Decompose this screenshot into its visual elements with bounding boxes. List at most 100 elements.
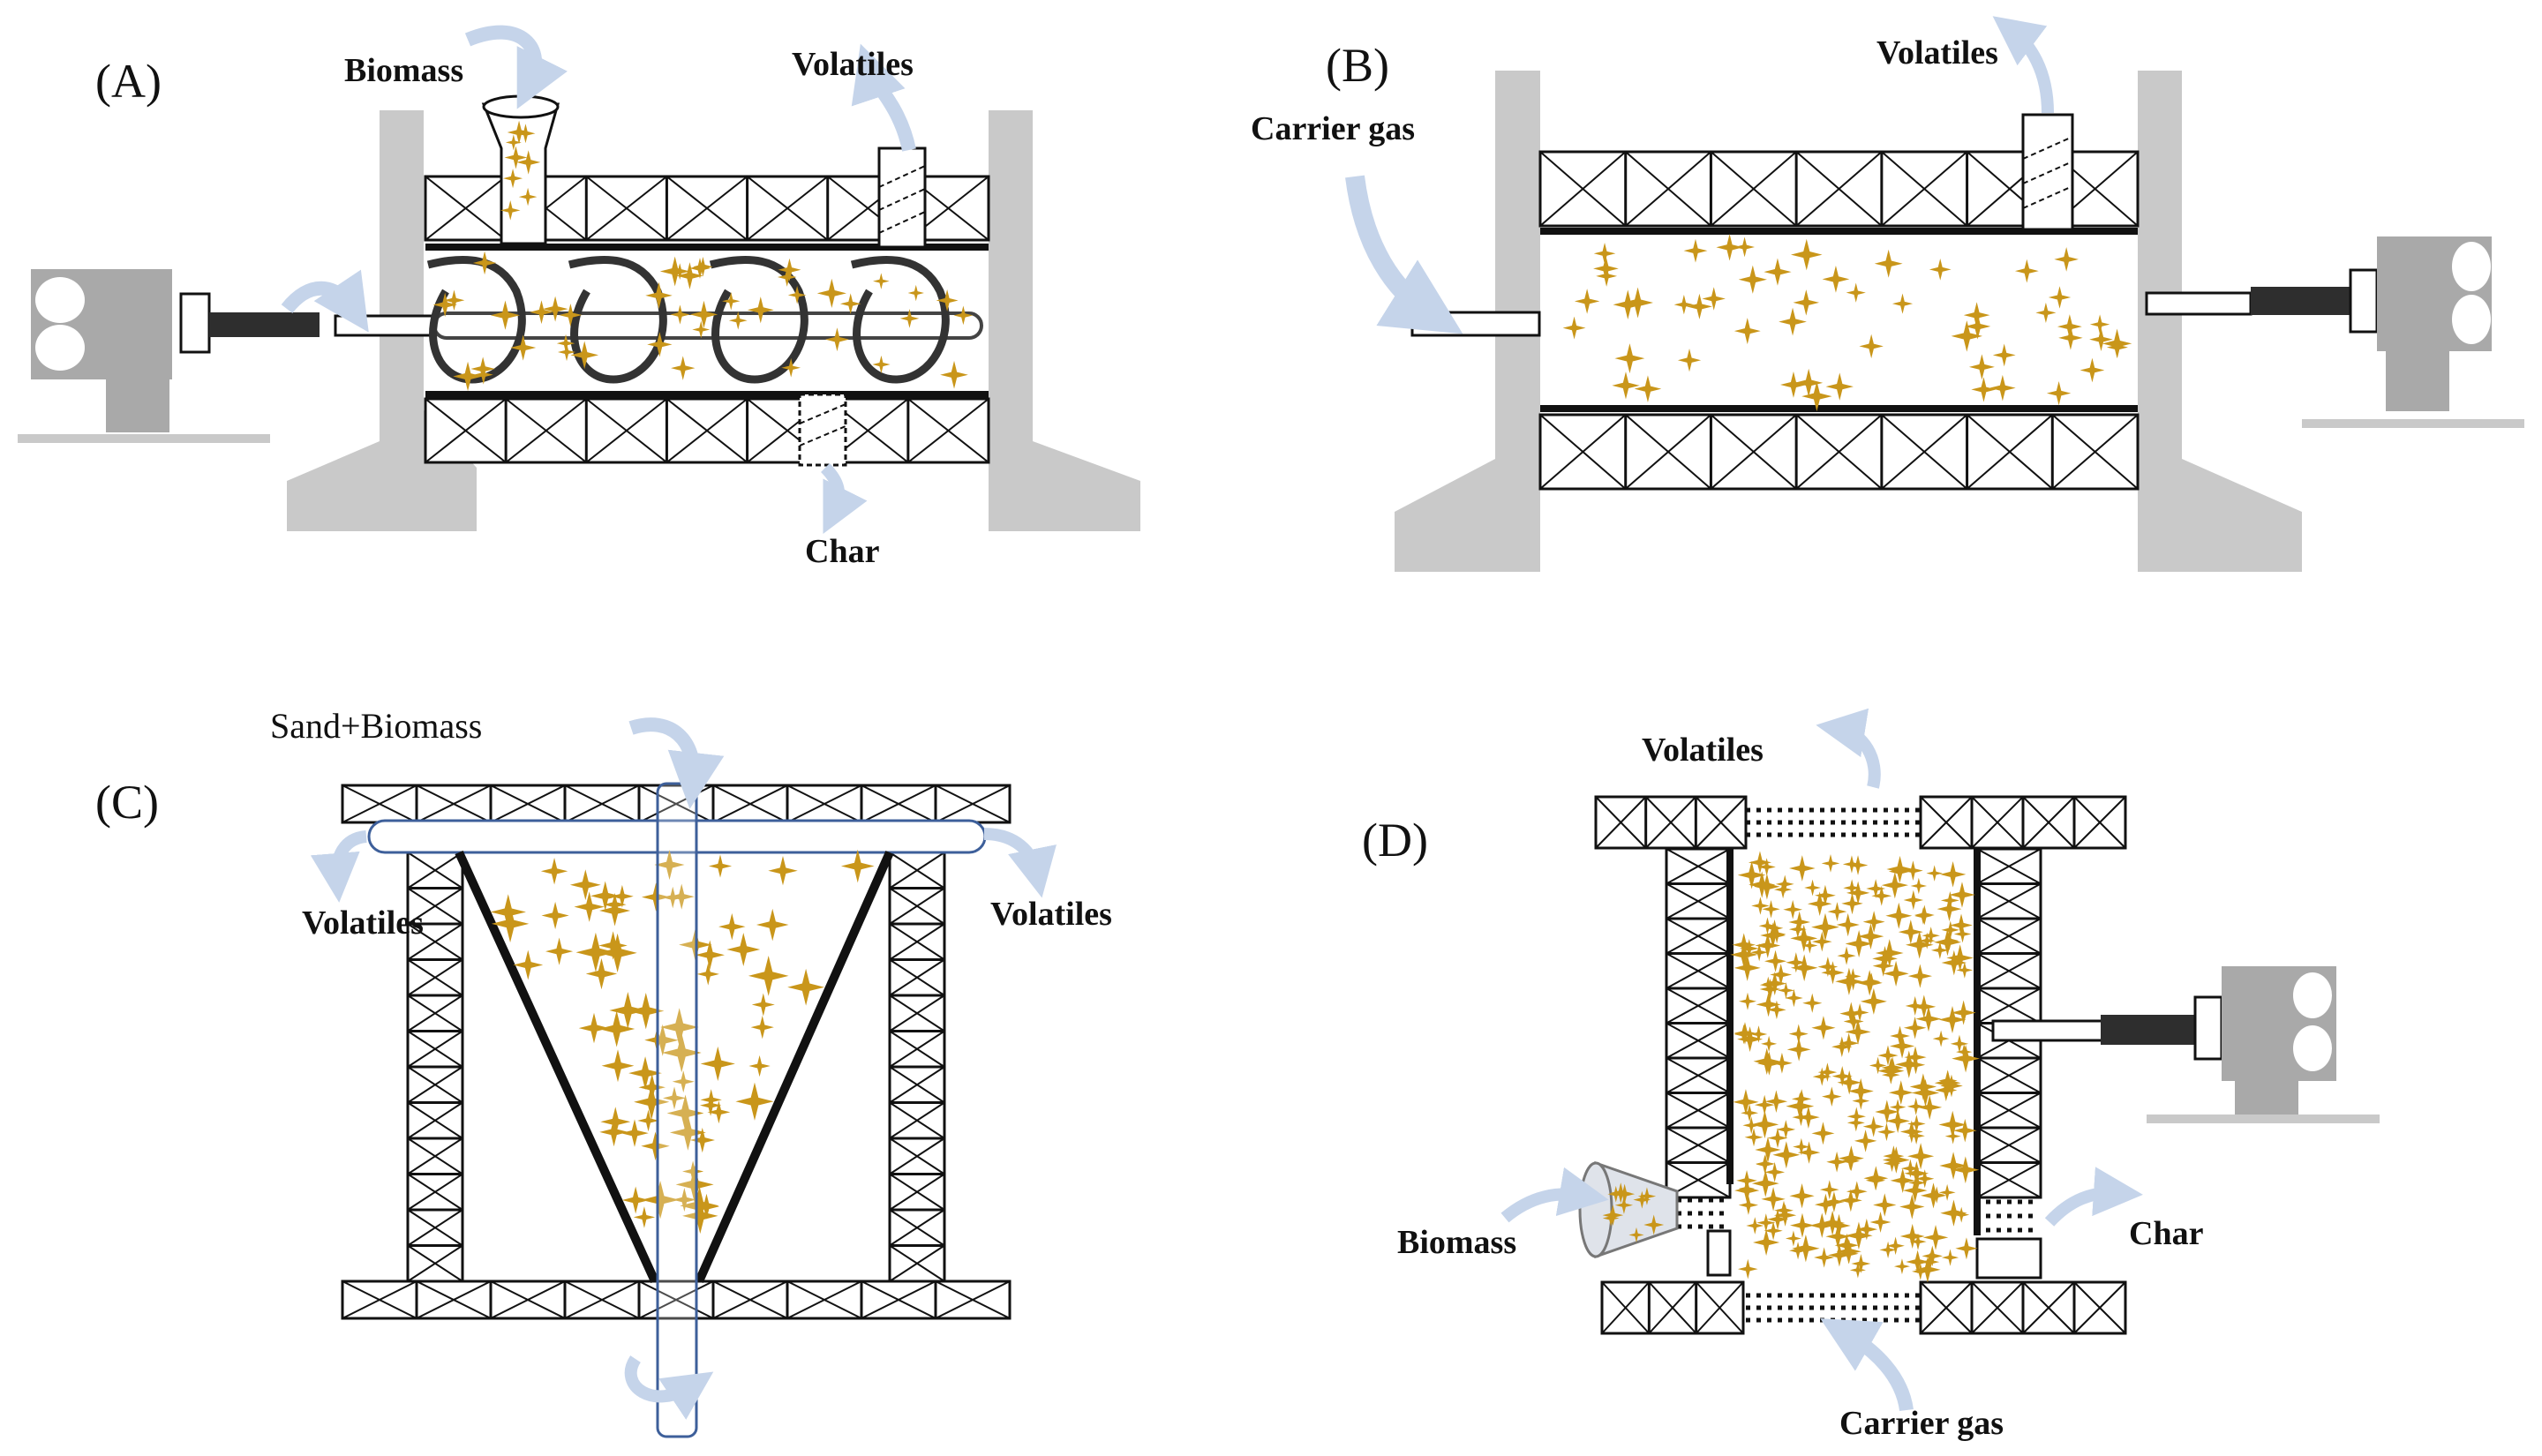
particle-icon: [1789, 1183, 1815, 1209]
particle-icon: [1802, 993, 1823, 1013]
label-volatiles: Volatiles: [1876, 34, 1998, 71]
flow-arrow-icon: [851, 43, 916, 152]
particle-icon: [1744, 1128, 1764, 1147]
label-volatiles-left: Volatiles: [302, 904, 424, 942]
particle-icon: [1968, 354, 1995, 380]
panel-a-screw-reactor: (A) Biomass Volatiles Char: [18, 25, 1140, 570]
motor-icon: [1991, 966, 2380, 1123]
particle-icon: [1614, 343, 1645, 374]
particle-icon: [1734, 954, 1761, 981]
particle-icon: [1804, 879, 1821, 897]
particle-icon: [873, 273, 890, 289]
particle-icon: [1822, 265, 1850, 293]
particle-icon: [598, 933, 637, 973]
screw-auger-icon: [426, 255, 950, 384]
particle-icon: [2058, 326, 2083, 350]
particle-icon: [1826, 1151, 1847, 1173]
particle-icon: [748, 1054, 771, 1077]
particle-icon: [1814, 1247, 1835, 1268]
particle-icon: [1932, 1030, 1950, 1047]
particle-icon: [1934, 1069, 1961, 1097]
particle-icon: [671, 356, 696, 380]
particle-icon: [2046, 380, 2072, 406]
particle-icon: [1764, 258, 1792, 286]
label-biomass: Biomass: [1397, 1224, 1516, 1261]
particle-icon: [750, 1016, 774, 1039]
bottom-insulation: [1600, 1280, 1745, 1335]
particle-icon: [637, 1109, 659, 1132]
panel-tag: (A): [95, 55, 162, 108]
flow-arrow-icon: [983, 828, 1057, 898]
top-insulation: [1919, 795, 2127, 850]
particle-icon: [1779, 371, 1807, 398]
label-char: Char: [2129, 1215, 2204, 1252]
particle-icon: [718, 912, 746, 941]
particle-icon: [1819, 1180, 1839, 1200]
bottom-insulation: [424, 397, 990, 464]
particle-icon: [1734, 318, 1761, 345]
flow-arrow-icon: [1992, 16, 2054, 114]
particle-icon: [1971, 377, 1997, 402]
label-volatiles: Volatiles: [792, 46, 914, 83]
particle-icon: [840, 849, 875, 883]
particle-icon: [1811, 1122, 1835, 1145]
particle-icon: [1873, 1193, 1897, 1217]
particle-icon: [1946, 944, 1974, 972]
particle-icon: [1752, 1228, 1780, 1257]
particle-icon: [2089, 314, 2110, 334]
flow-arrow-icon: [464, 25, 568, 109]
particle-icon: [1734, 1177, 1760, 1204]
flow-arrow-icon: [628, 717, 725, 809]
particle-icon: [1673, 294, 1695, 315]
particle-icon: [2035, 302, 2057, 324]
panel-tag: (D): [1362, 814, 1428, 867]
particle-icon: [1860, 987, 1887, 1015]
shaft: [334, 314, 436, 337]
particle-icon: [453, 361, 483, 392]
particle-icon: [1893, 1258, 1910, 1275]
particle-icon: [2014, 259, 2039, 283]
top-insulation: [1594, 795, 1748, 850]
panel-c-cone-reactor: (C) Sand+Biomass Volatiles Volatiles: [95, 706, 1112, 1438]
particle-icon: [1865, 1170, 1886, 1190]
panel-d-fluidized-bed: (D) Volatiles Biomass Char Carrier gas: [1362, 708, 2380, 1442]
particle-icon: [472, 251, 497, 275]
particle-icon: [1909, 1073, 1937, 1100]
particle-icon: [1836, 912, 1860, 937]
bottom-insulation: [341, 1280, 1012, 1320]
particle-icon: [2054, 247, 2079, 272]
particle-icon: [1888, 1080, 1914, 1106]
particles: [1562, 234, 2132, 412]
volatiles-outlet: [877, 146, 927, 249]
particle-icon: [1928, 1186, 1945, 1204]
right-support: [2138, 71, 2302, 572]
particle-icon: [1938, 1183, 1956, 1201]
particle-icon: [1859, 334, 1884, 359]
particle-icon: [1929, 258, 1952, 281]
flow-arrow-icon: [1816, 708, 1881, 789]
particle-icon: [756, 908, 789, 942]
label-volatiles-right: Volatiles: [990, 896, 1112, 933]
particle-icon: [1751, 897, 1770, 915]
particle-icon: [1874, 249, 1903, 278]
particle-icon: [620, 1119, 649, 1147]
particles: [1730, 851, 1980, 1283]
particle-icon: [601, 1049, 635, 1083]
label-volatiles: Volatiles: [1642, 732, 1764, 769]
particle-icon: [1862, 972, 1881, 991]
dotted-openings: [1677, 807, 2042, 1323]
particle-icon: [1762, 900, 1780, 919]
particle-icon: [1862, 911, 1885, 934]
particle-icon: [1899, 1194, 1925, 1220]
particle-icon: [708, 854, 733, 878]
particle-icon: [1846, 881, 1870, 905]
particle-icon: [1992, 343, 2016, 367]
left-support: [1395, 71, 1540, 572]
particle-icon: [1811, 931, 1832, 952]
particle-icon: [1875, 939, 1904, 967]
flow-arrow-icon: [281, 269, 369, 333]
particle-icon: [1562, 316, 1586, 340]
particle-icon: [1683, 238, 1708, 263]
particle-icon: [545, 937, 574, 965]
particle-icon: [1827, 902, 1847, 922]
